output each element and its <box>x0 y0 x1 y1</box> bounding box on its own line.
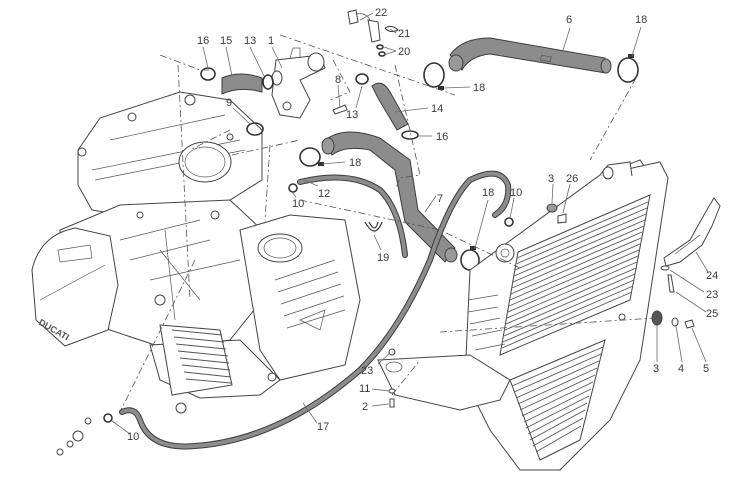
callout-13: 13 <box>244 35 256 47</box>
callout-19: 19 <box>377 252 389 264</box>
clip-21 <box>384 25 399 33</box>
clip-10-hose12 <box>288 183 298 193</box>
hose-6 <box>449 37 607 74</box>
callout-10: 10 <box>292 198 304 210</box>
callout-3: 3 <box>653 363 659 375</box>
clip-19 <box>364 221 383 232</box>
callout-11: 11 <box>359 383 370 395</box>
callout-16: 16 <box>197 35 209 47</box>
hose-clamp-13-mid <box>355 73 369 85</box>
callout-21: 21 <box>398 28 410 40</box>
callout-10: 10 <box>510 187 522 199</box>
callout-17: 17 <box>317 421 329 433</box>
grommet-23-bottom <box>388 348 396 356</box>
callout-23: 23 <box>706 289 718 301</box>
callout-12: 12 <box>318 188 330 200</box>
callout-18: 18 <box>635 14 647 26</box>
assembly-lines <box>119 34 656 413</box>
callout-18: 18 <box>349 157 361 169</box>
clip-10-hose17-top <box>504 217 514 227</box>
leader-lines <box>111 12 709 435</box>
radiator-lower-bracket <box>377 354 511 411</box>
callout-6: 6 <box>566 14 572 26</box>
callout-26: 26 <box>566 173 578 185</box>
hose-clamp-18-hose7-top <box>299 147 324 167</box>
callout-20: 20 <box>398 46 410 58</box>
callout-22: 22 <box>375 7 387 19</box>
clip-10-hose17-bottom <box>103 413 113 423</box>
callout-16: 16 <box>436 131 448 143</box>
hose-15 <box>221 73 263 95</box>
callout-8: 8 <box>335 74 341 86</box>
callout-9: 9 <box>226 97 232 109</box>
callout-1: 1 <box>268 35 274 47</box>
callout-4: 4 <box>678 363 684 375</box>
oil-cooler <box>159 324 233 396</box>
callout-25: 25 <box>706 308 718 320</box>
screw-5 <box>684 319 695 329</box>
callout-2: 2 <box>362 401 368 413</box>
seal-ring-9 <box>246 122 264 136</box>
bolt-8 <box>332 104 348 115</box>
bracket-24 <box>663 197 721 267</box>
temperature-sensor-22 <box>347 9 381 43</box>
radiator <box>464 159 669 471</box>
hose-14 <box>371 82 409 131</box>
callout-labels: 16 15 13 1 22 21 20 6 18 8 18 9 13 14 16… <box>127 7 718 443</box>
grommet-3-top <box>546 203 558 213</box>
engine-block: DUCATI <box>31 91 361 414</box>
callout-23: 23 <box>361 365 373 377</box>
callout-7: 7 <box>437 193 443 205</box>
hose-clamp-16-mid <box>401 130 419 140</box>
washer-4 <box>671 317 679 327</box>
callout-24: 24 <box>706 270 718 282</box>
hose-clamp-13-top <box>262 74 274 90</box>
callout-15: 15 <box>220 35 232 47</box>
screw-25 <box>667 274 675 293</box>
spacer-26 <box>557 213 567 224</box>
thermostat-housing <box>271 47 326 119</box>
drain-fitting <box>56 417 92 456</box>
washer-20 <box>376 44 386 57</box>
callout-14: 14 <box>431 103 443 115</box>
bolt-2 <box>389 398 395 408</box>
callout-18: 18 <box>473 82 485 94</box>
callout-3: 3 <box>548 173 554 185</box>
grommet-23-right <box>660 265 670 271</box>
callout-18: 18 <box>482 187 494 199</box>
hose-clamp-18-right <box>617 54 639 83</box>
callout-5: 5 <box>703 363 709 375</box>
hose-7 <box>324 131 456 263</box>
callout-13: 13 <box>346 109 358 121</box>
callout-10: 10 <box>127 431 139 443</box>
hose-clamp-18-left <box>423 62 445 90</box>
